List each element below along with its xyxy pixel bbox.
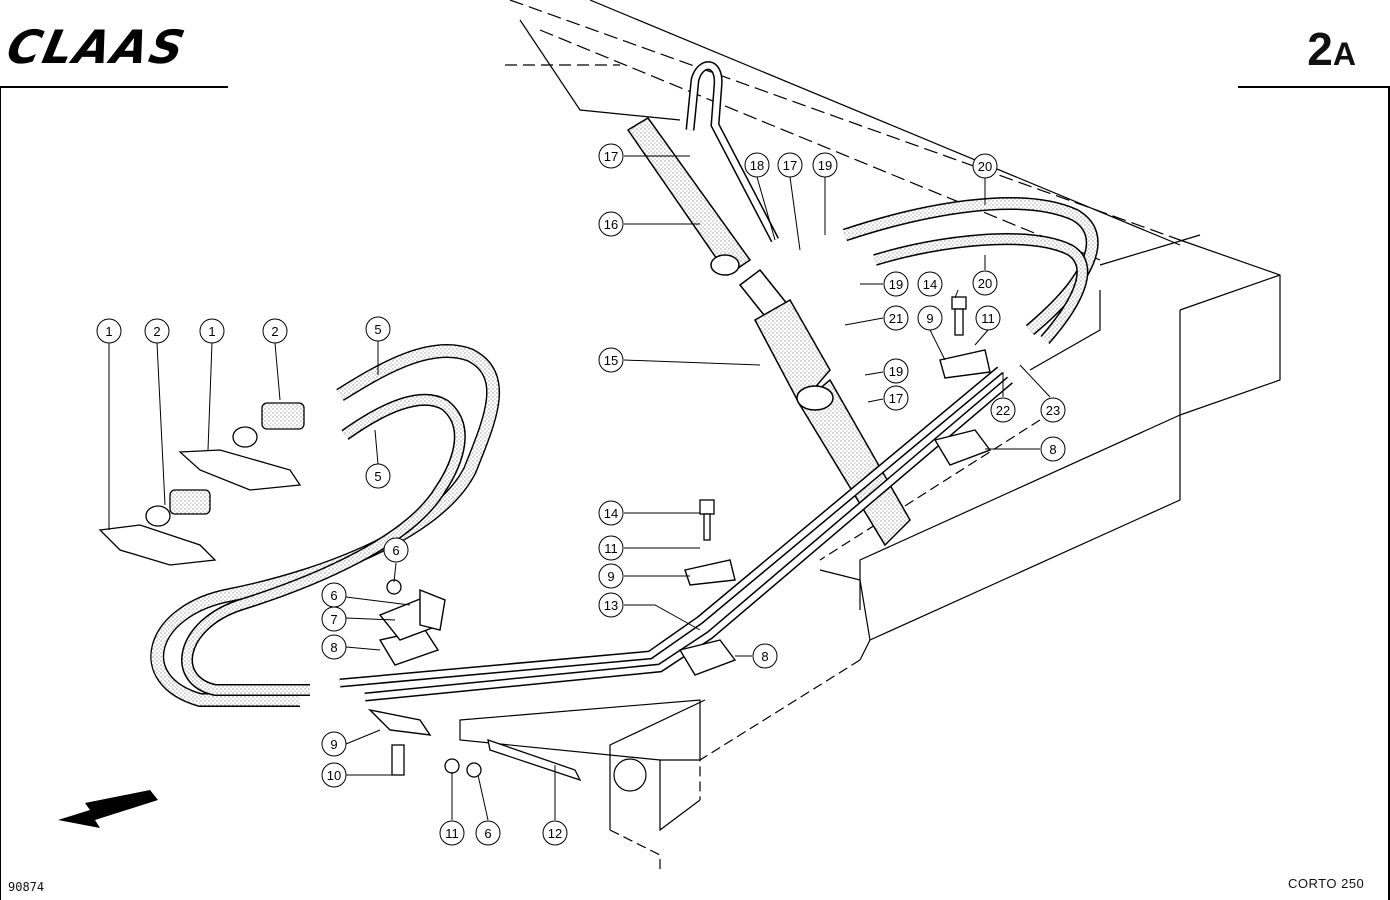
- callout-10-label: 10: [327, 768, 341, 783]
- callout-1b-label: 1: [208, 324, 215, 339]
- callout-8b: 8: [752, 643, 778, 669]
- callout-21-label: 21: [889, 311, 903, 326]
- leader-lines: [108, 155, 1051, 821]
- callout-11c-label: 11: [981, 311, 995, 326]
- callout-15-label: 15: [604, 353, 618, 368]
- callout-10: 10: [321, 762, 347, 788]
- callout-2a-label: 2: [153, 324, 160, 339]
- callout-11a: 11: [439, 820, 465, 846]
- page-number-suffix: A: [1332, 36, 1356, 72]
- callout-14b: 14: [917, 271, 943, 297]
- machine-frame-outline: [459, 0, 1281, 870]
- callout-17c-label: 17: [889, 391, 903, 406]
- callout-11b-label: 11: [604, 541, 618, 556]
- callout-13-label: 13: [604, 598, 618, 613]
- page-number: 2A: [1307, 22, 1356, 81]
- logo-underline: [0, 86, 228, 88]
- callout-18: 18: [744, 152, 770, 178]
- callout-17c: 17: [883, 385, 909, 411]
- callout-6a-label: 6: [392, 543, 399, 558]
- callout-14b-label: 14: [923, 277, 937, 292]
- callout-2a: 2: [144, 318, 170, 344]
- callout-20a-label: 20: [978, 159, 992, 174]
- callout-19c-label: 19: [889, 364, 903, 379]
- clamp-blocks: [367, 349, 992, 736]
- callout-5a: 5: [365, 316, 391, 342]
- callout-8c-label: 8: [1049, 442, 1056, 457]
- callout-8c: 8: [1040, 436, 1066, 462]
- callout-6c-label: 6: [484, 826, 491, 841]
- callout-17b: 17: [777, 152, 803, 178]
- callout-1a-label: 1: [105, 324, 112, 339]
- frame-border: [0, 88, 1390, 900]
- callout-17b-label: 17: [783, 158, 797, 173]
- callout-11b: 11: [598, 535, 624, 561]
- callout-5a-label: 5: [374, 322, 381, 337]
- callout-20b: 20: [972, 270, 998, 296]
- callout-15: 15: [598, 347, 624, 373]
- callout-20a: 20: [972, 153, 998, 179]
- callout-7-label: 7: [330, 612, 337, 627]
- page-number-digit: 2: [1307, 23, 1333, 75]
- callout-19a: 19: [812, 152, 838, 178]
- hoses-upper-right: [842, 197, 1099, 344]
- callout-6b: 6: [321, 582, 347, 608]
- callout-21: 21: [883, 305, 909, 331]
- callout-19a-label: 19: [818, 158, 832, 173]
- callout-8b-label: 8: [761, 649, 768, 664]
- hose-loop-left: [150, 344, 500, 707]
- callout-16-label: 16: [604, 217, 618, 232]
- callout-8a-label: 8: [330, 640, 337, 655]
- callout-2b: 2: [262, 318, 288, 344]
- callout-17a: 17: [598, 143, 624, 169]
- callouts: 1 2 1 2 5 5 6 6 7 8 9 10 11 6 12 14 11 9…: [96, 143, 1066, 846]
- callout-17a-label: 17: [604, 149, 618, 164]
- callout-22-label: 22: [996, 403, 1010, 418]
- bolts: [386, 296, 967, 782]
- callout-23-label: 23: [1046, 403, 1060, 418]
- callout-11a-label: 11: [445, 826, 459, 841]
- callout-9a: 9: [321, 731, 347, 757]
- callout-5b: 5: [365, 463, 391, 489]
- callout-12: 12: [542, 820, 568, 846]
- callout-1a: 1: [96, 318, 122, 344]
- callout-22: 22: [990, 397, 1016, 423]
- callout-9c: 9: [917, 305, 943, 331]
- callout-12-label: 12: [548, 826, 562, 841]
- callout-8a: 8: [321, 634, 347, 660]
- hydraulic-ram-assembly: [626, 117, 911, 547]
- callout-9c-label: 9: [926, 311, 933, 326]
- callout-19c: 19: [883, 358, 909, 384]
- callout-18-label: 18: [750, 158, 764, 173]
- callout-20b-label: 20: [978, 276, 992, 291]
- model-name: CORTO 250: [1288, 876, 1365, 891]
- callout-11c: 11: [975, 305, 1001, 331]
- callout-2b-label: 2: [271, 324, 278, 339]
- steel-pipes: [339, 366, 1013, 702]
- callout-5b-label: 5: [374, 469, 381, 484]
- coupling-parts: [98, 402, 305, 566]
- callout-7: 7: [321, 606, 347, 632]
- page-number-underline: [1238, 86, 1390, 88]
- callout-9b: 9: [598, 563, 624, 589]
- callout-6b-label: 6: [330, 588, 337, 603]
- callout-9a-label: 9: [330, 737, 337, 752]
- callout-1b: 1: [199, 318, 225, 344]
- callout-19b: 19: [883, 271, 909, 297]
- callout-13: 13: [598, 592, 624, 618]
- steel-line-18: [685, 61, 779, 243]
- callout-16: 16: [598, 211, 624, 237]
- callout-6c: 6: [475, 820, 501, 846]
- callout-14a-label: 14: [604, 506, 618, 521]
- drawing-number: 90874: [8, 880, 45, 894]
- callout-14a: 14: [598, 500, 624, 526]
- callout-19b-label: 19: [889, 277, 903, 292]
- callout-6a: 6: [383, 537, 409, 563]
- direction-arrow: [58, 790, 158, 828]
- callout-9b-label: 9: [607, 569, 614, 584]
- callout-23: 23: [1040, 397, 1066, 423]
